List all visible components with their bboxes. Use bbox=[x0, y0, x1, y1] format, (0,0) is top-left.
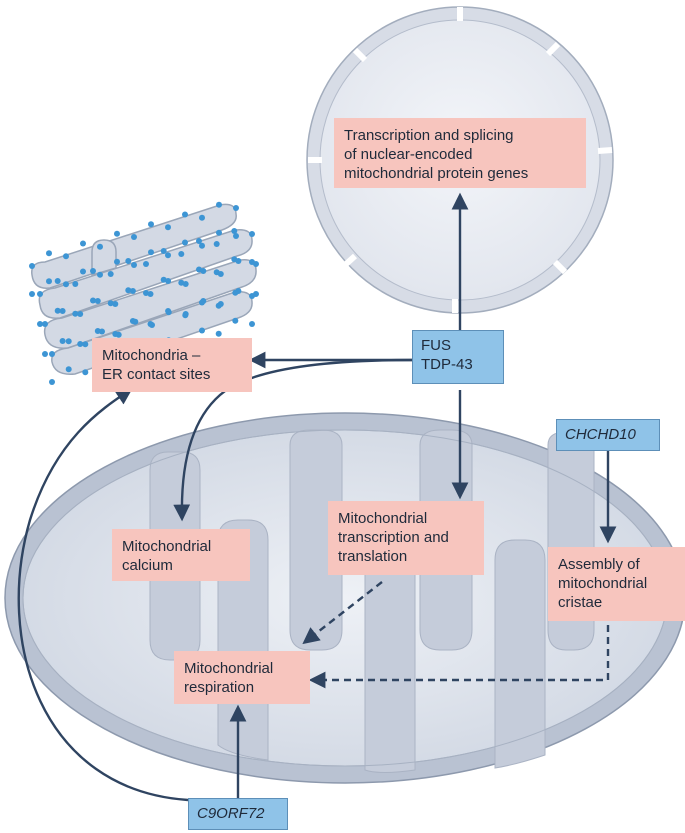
label-mitochondria-er-contact-sites: Mitochondria – ER contact sites bbox=[92, 338, 252, 392]
ribosome-dot bbox=[178, 251, 185, 257]
ribosome-dot bbox=[148, 249, 154, 256]
ribosome-dot bbox=[147, 291, 154, 297]
arrow-transcription-to-respiration bbox=[302, 581, 383, 645]
arrow-fus-to-calcium bbox=[173, 358, 413, 522]
ribosome-dot bbox=[115, 331, 122, 338]
label-cristae-assembly: Assembly of mitochondrial cristae bbox=[548, 547, 685, 621]
ribosome-dot bbox=[42, 321, 48, 327]
ribosome-dot bbox=[42, 351, 48, 357]
ribosome-dot bbox=[63, 253, 69, 260]
ribosome-dot bbox=[107, 300, 114, 307]
ribosome-dot bbox=[132, 318, 139, 325]
arrow-cristae-to-respiration bbox=[308, 625, 610, 689]
ribosome-dot bbox=[165, 224, 171, 231]
ribosome-dot bbox=[131, 234, 137, 240]
ribosome-dot bbox=[216, 201, 222, 208]
ribosome-dot bbox=[80, 240, 86, 247]
ribosome-dot bbox=[59, 338, 66, 344]
ribosome-dot bbox=[37, 291, 43, 297]
ribosome-dot bbox=[232, 317, 239, 324]
ribosome-dot bbox=[72, 310, 79, 317]
ribosome-dot bbox=[253, 261, 259, 267]
ribosome-dot bbox=[199, 327, 205, 334]
ribosome-dot bbox=[49, 351, 55, 357]
ribosome-dot bbox=[72, 281, 79, 287]
ribosome-dot bbox=[82, 341, 89, 348]
ribosome-dot bbox=[77, 341, 84, 347]
ribosome-dot bbox=[148, 221, 154, 228]
ribosome-dot bbox=[160, 248, 167, 254]
ribosome-dot bbox=[114, 230, 120, 237]
ribosome-dot bbox=[235, 258, 242, 264]
ribosome-dot bbox=[232, 289, 239, 296]
ribosome-dot bbox=[46, 278, 52, 285]
ribosome-dot bbox=[199, 242, 205, 249]
ribosome-dots bbox=[29, 201, 259, 385]
ribosome-dot bbox=[213, 241, 220, 247]
ribosome-dot bbox=[112, 301, 119, 307]
ribosome-dot bbox=[249, 231, 255, 237]
ribosome-dot bbox=[90, 297, 96, 304]
ribosome-dot bbox=[94, 298, 101, 304]
ribosome-dot bbox=[182, 211, 188, 218]
ribosome-dot bbox=[199, 214, 205, 221]
ribosome-dot bbox=[182, 239, 188, 246]
arrow-c9orf72-to-er-contact bbox=[17, 388, 189, 802]
ribosome-dot bbox=[29, 291, 35, 297]
label-mitochondrial-respiration: Mitochondrial respiration bbox=[174, 651, 310, 704]
ribosome-dot bbox=[54, 307, 61, 314]
ribosome-dot bbox=[77, 311, 84, 317]
ribosome-dot bbox=[49, 379, 55, 385]
ribosome-dot bbox=[114, 258, 120, 265]
ribosome-dot bbox=[165, 252, 171, 259]
ribosome-dot bbox=[125, 258, 132, 264]
ribosome-dot bbox=[231, 228, 238, 234]
ribosome-dot bbox=[37, 321, 43, 327]
ribosome-dot bbox=[182, 281, 189, 287]
ribosome-dot bbox=[249, 293, 255, 299]
ribosome-dot bbox=[216, 229, 222, 236]
ribosome-dot bbox=[149, 322, 155, 328]
ribosome-dot bbox=[199, 299, 205, 306]
ribosome-dot bbox=[59, 308, 66, 314]
label-chchd10: CHCHD10 bbox=[556, 419, 660, 451]
arrows bbox=[17, 192, 617, 802]
ribosome-dot bbox=[217, 271, 224, 277]
ribosome-dot bbox=[65, 366, 72, 373]
ribosome-dot bbox=[63, 281, 69, 288]
ribosome-dot bbox=[80, 268, 86, 275]
ribosome-dot bbox=[143, 261, 149, 267]
ribosome-dot bbox=[233, 205, 239, 211]
label-c9orf72: C9ORF72 bbox=[188, 798, 288, 830]
ribosome-dot bbox=[54, 278, 61, 284]
ribosome-dot bbox=[99, 328, 105, 335]
ribosome-dot bbox=[165, 309, 172, 316]
label-nuclear-transcription-splicing: Transcription and splicing of nuclear-en… bbox=[334, 118, 586, 188]
ribosome-dot bbox=[46, 250, 52, 257]
ribosome-dot bbox=[182, 312, 189, 319]
ribosome-dot bbox=[129, 288, 136, 294]
ribosome-dot bbox=[65, 338, 72, 345]
ribosome-dot bbox=[82, 369, 89, 376]
ribosome-dot bbox=[90, 268, 96, 274]
label-fus-tdp43: FUS TDP-43 bbox=[412, 330, 504, 384]
label-mitochondrial-transcription-translation: Mitochondrial transcription and translat… bbox=[328, 501, 484, 575]
ribosome-dot bbox=[107, 271, 114, 277]
ribosome-dot bbox=[215, 302, 222, 309]
ribosome-dot bbox=[200, 268, 207, 274]
ribosome-dot bbox=[97, 271, 103, 278]
ribosome-dot bbox=[131, 262, 137, 268]
ribosome-dot bbox=[233, 233, 239, 239]
ribosome-dot bbox=[249, 321, 255, 327]
ribosome-dot bbox=[97, 243, 103, 250]
ribosome-dot bbox=[165, 278, 172, 284]
label-mitochondrial-calcium: Mitochondrial calcium bbox=[112, 529, 250, 581]
ribosome-dot bbox=[143, 290, 149, 296]
endoplasmic-reticulum bbox=[29, 201, 259, 385]
ribosome-dot bbox=[196, 238, 202, 244]
ribosome-dot bbox=[215, 330, 222, 337]
ribosome-dot bbox=[125, 287, 132, 294]
ribosome-dot bbox=[29, 263, 35, 269]
